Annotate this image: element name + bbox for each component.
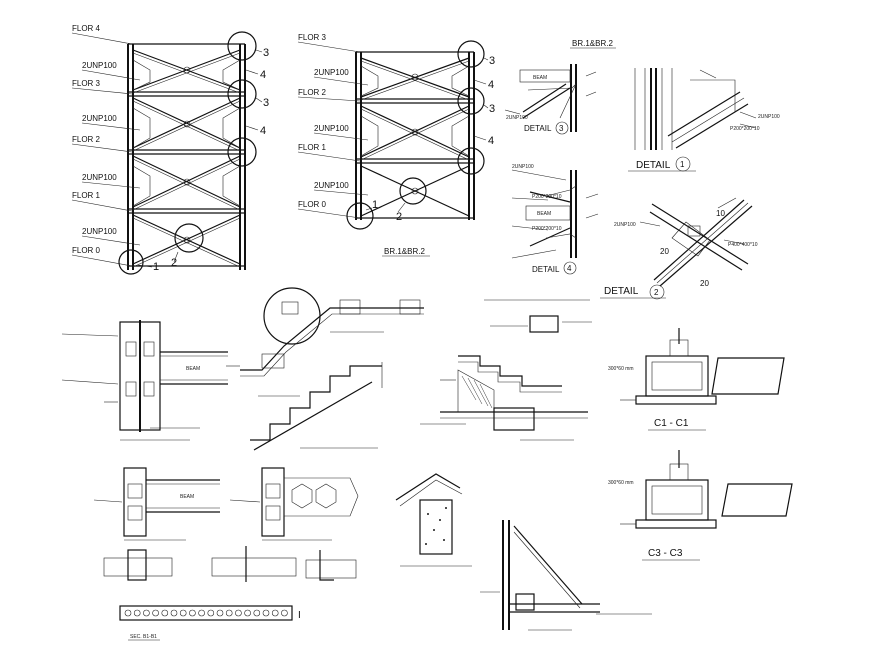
frame-b-floor-1: FLOR 1 — [298, 143, 327, 152]
section-c1-dim: 300*60 mm — [608, 366, 634, 372]
beam-hole — [262, 609, 270, 617]
frame-a-callout-1: 1 — [153, 261, 159, 273]
section-c1-title: C1 - C1 — [654, 418, 689, 429]
frame-a-callout-3a: 3 — [263, 47, 269, 59]
frame-b-floor-3: FLOR 3 — [298, 33, 327, 42]
detail-2-plate: P400*400*10 — [728, 242, 758, 248]
frame-a-callout-2: 2 — [171, 257, 177, 269]
frame-b: FLOR 3 FLOR 2 FLOR 1 FLOR 0 2UNP100 2UNP… — [297, 33, 495, 257]
detail-4-plate-2: P200*200*10 — [532, 226, 562, 232]
perforated-beam-section: SEC. B1-B1 — [130, 634, 157, 640]
beam-hole — [225, 609, 233, 617]
frame-b-callout-2: 2 — [396, 211, 402, 223]
frame-b-member-2: 2UNP100 — [314, 124, 349, 133]
frame-b-floor-0: FLOR 0 — [298, 200, 327, 209]
detail-4-title: DETAIL — [532, 265, 560, 274]
detail-4-plate-1: P200*200*10 — [532, 194, 562, 200]
beam-hole — [207, 609, 215, 617]
beam-hole — [133, 609, 141, 617]
beam-hole — [281, 609, 288, 617]
detail-4-num: 4 — [567, 264, 572, 273]
frame-a: FLOR 4 FLOR 3 FLOR 2 FLOR 1 FLOR 0 2UNP1… — [71, 24, 269, 275]
purlin-sections — [103, 546, 357, 582]
detail-2-num: 2 — [654, 288, 659, 297]
beam-hole — [244, 609, 251, 617]
beam-hole — [216, 609, 224, 617]
frame-a-callout-4a: 4 — [260, 69, 266, 81]
beam-hole — [235, 609, 242, 617]
detail-3-title: DETAIL — [524, 124, 552, 133]
detail-4-beam: BEAM — [537, 211, 551, 217]
frame-b-floor-2: FLOR 2 — [298, 88, 327, 97]
detail-1-title: DETAIL — [636, 160, 671, 171]
detail-1-member: 2UNP100 — [758, 114, 780, 120]
frame-a-floor-4: FLOR 4 — [72, 24, 101, 33]
frame-a-member-1: 2UNP100 — [82, 61, 117, 70]
detail-2: 2UNP100 P400*400*10 10 20 20 DETAIL 2 — [600, 197, 758, 300]
frame-b-member-3: 2UNP100 — [314, 181, 349, 190]
beam-hole — [179, 609, 187, 617]
detail-2-dim-2: 20 — [660, 247, 669, 256]
details-group: BR.1&BR.2 BEAM 2UNP100 DETAIL 3 — [504, 39, 780, 300]
frame-a-floor-0: FLOR 0 — [72, 246, 101, 255]
frame-a-floor-2: FLOR 2 — [72, 135, 101, 144]
detail-3: BEAM 2UNP100 DETAIL 3 — [504, 64, 597, 135]
detail-1-num: 1 — [680, 160, 685, 169]
section-c3-dim: 300*60 mm — [608, 480, 634, 486]
beam-hole — [143, 609, 150, 617]
ibeam-symbol: I — [298, 610, 301, 621]
detail-3-beam: BEAM — [533, 75, 547, 81]
detail-2-dim-1: 10 — [716, 209, 725, 218]
beam-hole — [189, 609, 196, 617]
section-c1: 300*60 mm C1 - C1 — [608, 328, 785, 431]
section-c3-title: C3 - C3 — [648, 548, 683, 559]
frame-a-member-3: 2UNP100 — [82, 173, 117, 182]
frame-b-callout-3a: 3 — [489, 55, 495, 67]
beam-seat-right — [229, 467, 359, 541]
frame-a-member-4: 2UNP100 — [82, 227, 117, 236]
detail-2-dim-3: 20 — [700, 279, 709, 288]
column-beam-connection: BEAM — [61, 320, 228, 441]
beam-hole — [253, 609, 261, 617]
frame-a-floor-1: FLOR 1 — [72, 191, 101, 200]
beam-hole — [198, 609, 205, 617]
eave-detail — [395, 473, 472, 567]
detail-1: 2UNP100 P200*200*10 DETAIL 1 — [628, 68, 780, 172]
details-caption: BR.1&BR.2 — [572, 39, 613, 48]
frame-b-callout-4a: 4 — [488, 79, 494, 91]
frame-b-caption: BR.1&BR.2 — [384, 247, 425, 256]
knee-brace-detail — [480, 520, 652, 631]
frame-a-callout-4b: 4 — [260, 125, 266, 137]
detail-4: 2UNP100 P200*200*10 BEAM P200*200*10 DET… — [511, 164, 599, 275]
frame-a-floor-3: FLOR 3 — [72, 79, 101, 88]
frame-a-callout-3b: 3 — [263, 97, 269, 109]
stair-detail — [226, 287, 424, 451]
detail-1-plate: P200*200*10 — [730, 126, 760, 132]
detail-2-title: DETAIL — [604, 286, 639, 297]
beam-hole — [170, 609, 178, 617]
frame-b-callout-4b: 4 — [488, 135, 494, 147]
beam-seat-label: BEAM — [180, 494, 194, 500]
beam-hole — [271, 609, 279, 617]
frame-b-callout-3b: 3 — [489, 103, 495, 115]
detail-3-num: 3 — [559, 124, 564, 133]
beam-hole — [152, 609, 159, 617]
perforated-beam: I SEC. B1-B1 — [119, 605, 301, 641]
connection-beam-label: BEAM — [186, 366, 200, 372]
frame-b-callout-1: 1 — [372, 199, 378, 211]
beam-hole — [124, 609, 132, 617]
detail-2-member: 2UNP100 — [614, 222, 636, 228]
beam-seat-left: BEAM — [93, 467, 220, 541]
detail-4-member: 2UNP100 — [512, 164, 534, 170]
detail-3-member: 2UNP100 — [506, 115, 528, 121]
landing-section — [420, 299, 592, 441]
beam-hole — [161, 609, 169, 617]
frame-a-member-2: 2UNP100 — [82, 114, 117, 123]
frame-b-member-1: 2UNP100 — [314, 68, 349, 77]
section-c3: 300*60 mm C3 - C3 — [608, 450, 793, 561]
